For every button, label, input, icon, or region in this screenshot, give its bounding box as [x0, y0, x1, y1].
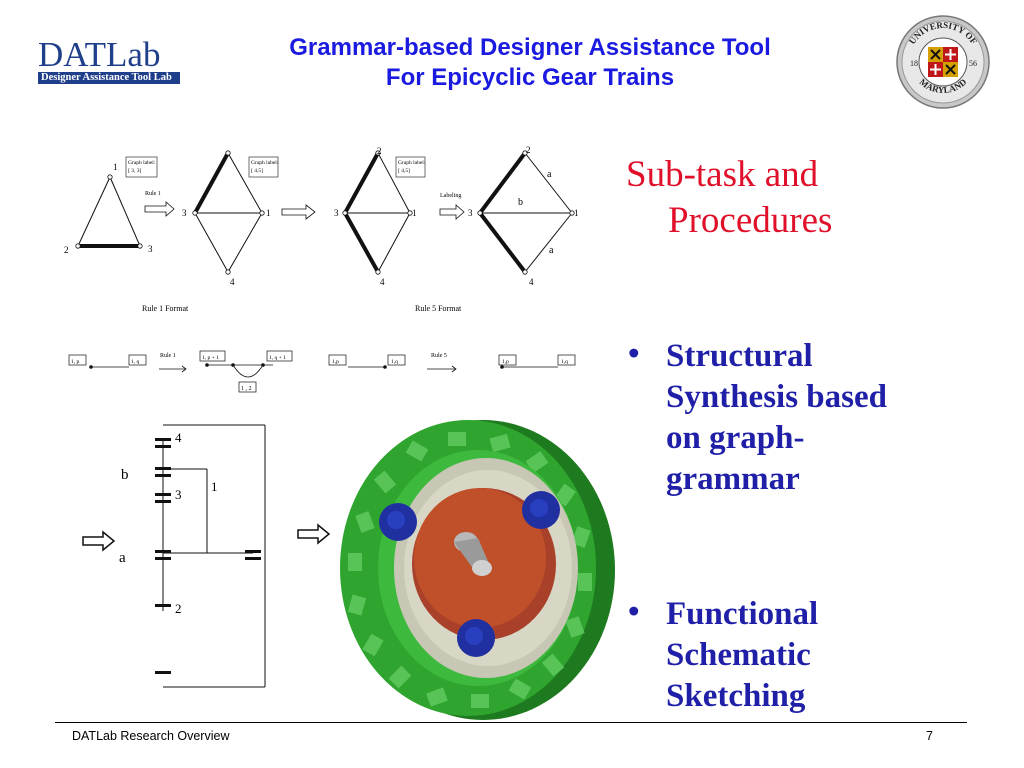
graph-diamond-1 [192, 150, 265, 275]
bullet-structural-synthesis: • Structural Synthesis based on graph- g… [628, 336, 948, 500]
g3-node-2-label: 2 [377, 146, 382, 156]
seal-year-left: 18 [910, 59, 918, 68]
graph-label-box-2 [248, 156, 279, 178]
g1-node-1-label: 1 [113, 162, 118, 172]
labeling-arrow-label: Labeling [440, 193, 461, 199]
g2-node-1-label: 1 [266, 208, 271, 218]
bullet-2-line-1: Functional [666, 596, 819, 632]
slide-title: Grammar-based Designer Assistance Tool F… [200, 33, 860, 93]
rule1-arrow [144, 201, 175, 217]
graph-diamond-2 [342, 150, 413, 275]
rule-format-diagrams: 1, p 1, q Rule 1 1, p + 1 1, q + 1 1 , 2… [68, 350, 576, 393]
schematic-label-a: a [119, 550, 126, 566]
r1-arrow-label: Rule 1 [160, 353, 176, 359]
footer-divider [55, 722, 967, 723]
bullet-dot-icon: • [628, 336, 640, 372]
bullet-1-line-3: on graph- [666, 420, 805, 456]
g4-edge-label-a-bottom: a [549, 245, 554, 256]
graph-label-1-value: [ 3, 3] [128, 168, 141, 174]
bullet-1-line-2: Synthesis based [666, 379, 887, 415]
rule1-format-caption: Rule 1 Format [142, 304, 189, 313]
schematic-label-4: 4 [175, 430, 182, 445]
bullet-2-line-3: Sketching [666, 678, 806, 714]
r1-right-node-c: 1 , 2 [241, 386, 252, 392]
logo-main-text: DATLab [38, 35, 161, 74]
schematic-label-3: 3 [175, 487, 182, 502]
g1-node-2-label: 2 [64, 245, 69, 255]
gear-train-3d-render [340, 420, 615, 720]
g2-node-3-label: 3 [182, 208, 187, 218]
labeling-arrow [439, 204, 465, 220]
bullet-functional-schematic: • Functional Schematic Sketching [628, 594, 948, 717]
graph-label-box-1 [125, 156, 158, 178]
bullet-1-line-4: grammar [666, 461, 800, 497]
r5-left-node-a: 1,p [332, 359, 339, 365]
seal-year-right: 56 [969, 59, 977, 68]
graph-grammar-rules-figure: 1 2 3 Graph label: [ 3, 3] Rule 1 3 1 4 … [64, 145, 579, 313]
logo-sub-text: Designer Assistance Tool Lab [38, 72, 180, 84]
bullet-1-line-1: Structural [666, 338, 813, 374]
graph-label-3-title: Graph label: [398, 160, 426, 166]
datlab-logo: DATLab Designer Assistance Tool Lab [38, 35, 180, 84]
title-line-2: For Epicyclic Gear Trains [385, 64, 675, 91]
schematic-label-1: 1 [211, 479, 218, 494]
g4-edge-label-b: b [518, 197, 523, 208]
maryland-flag-shield [928, 47, 958, 77]
rule1-arrow-label: Rule 1 [145, 191, 161, 197]
graph-triangle [75, 174, 143, 249]
bullet-dot-icon: • [628, 594, 640, 630]
university-seal-logo: UNIVERSITY OF MARYLAND 18 56 [896, 15, 990, 109]
r1-right-node-b: 1, q + 1 [269, 355, 286, 361]
planet-gear-top-left [379, 503, 417, 541]
g4-node-3-label: 3 [468, 208, 473, 218]
section-heading: Sub-task and Procedures [626, 152, 916, 244]
sun-gear [412, 488, 556, 640]
rule5-format-caption: Rule 5 Format [415, 304, 462, 313]
graph-label-box-3 [395, 156, 426, 178]
right-arrow-icon [82, 530, 116, 552]
right-arrow-icon-2 [297, 523, 331, 545]
graph-diamond-labeled [477, 150, 575, 275]
footer-text: DATLab Research Overview [72, 729, 230, 743]
page-number: 7 [926, 729, 933, 743]
graph-label-2-value: [ 4,5] [251, 168, 263, 174]
r1-right-node-a: 1, p + 1 [202, 355, 219, 361]
schematic-label-b: b [121, 467, 129, 483]
graph-label-2-title: Graph label: [251, 160, 279, 166]
rule5-arrow [281, 204, 316, 220]
g4-edge-label-a-top: a [547, 169, 552, 180]
planet-gear-top-right [522, 491, 560, 529]
graph-label-3-value: [ 4,5] [398, 168, 410, 174]
ring-gear-teeth [347, 432, 592, 708]
heading-line-2: Procedures [668, 200, 833, 241]
g4-node-4-label: 4 [529, 277, 534, 287]
heading-line-1: Sub-task and [626, 154, 819, 195]
r5-right-node-a: 1,p [502, 359, 509, 365]
g2-node-4-label: 4 [230, 277, 235, 287]
g3-node-1-label: 1 [412, 208, 417, 218]
g3-node-3-label: 3 [334, 208, 339, 218]
r1-left-node-a: 1, p [71, 359, 80, 365]
g4-node-1-label: 1 [574, 208, 579, 218]
g3-node-4-label: 4 [380, 277, 385, 287]
schematic-label-2: 2 [175, 601, 182, 616]
r1-left-node-b: 1, q [131, 359, 140, 365]
r5-arrow-label: Rule 5 [431, 353, 447, 359]
graph-label-1-title: Graph label: [128, 160, 156, 166]
planet-gear-bottom [457, 619, 495, 657]
r5-right-node-b: 1,q [561, 359, 568, 365]
r5-left-node-b: 1,q [391, 359, 398, 365]
g4-node-2-label: 2 [526, 145, 531, 155]
bullet-2-line-2: Schematic [666, 637, 811, 673]
functional-schematic-sketch: 4 b 3 1 a 2 [119, 424, 266, 688]
g1-node-3-label: 3 [148, 244, 153, 254]
title-line-1: Grammar-based Designer Assistance Tool [289, 34, 771, 61]
